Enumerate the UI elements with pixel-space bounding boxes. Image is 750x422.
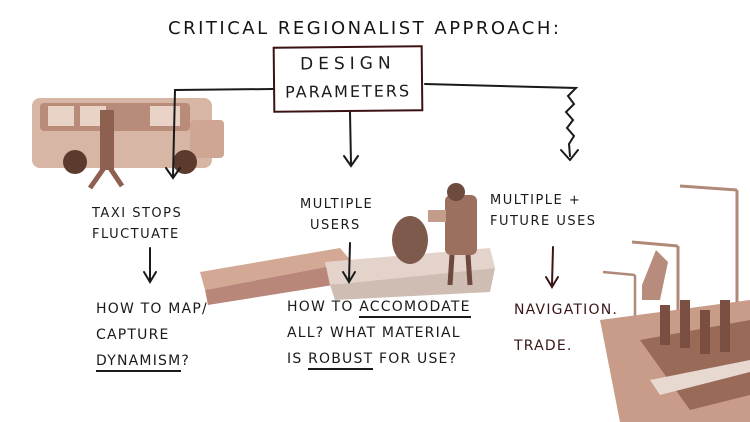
branch-future-answers: NAVIGATION. TRADE. (514, 292, 618, 364)
question-line: IS ROBUST FOR USE? (287, 346, 471, 372)
box-line-1: DESIGN (299, 53, 396, 75)
diagram-title: CRITICAL REGIONALIST APPROACH: (168, 18, 562, 39)
underlined-word: ACCOMODATE (359, 299, 471, 318)
connector-arrows (143, 83, 579, 289)
branch-taxi-question: HOW TO MAP/ CAPTURE DYNAMISM? (96, 296, 208, 374)
market-photo (200, 183, 495, 305)
label-line: FLUCTUATE (92, 227, 180, 242)
label-line: USERS (310, 218, 361, 233)
box-line-2: PARAMETERS (285, 81, 412, 102)
branch-users-label: MULTIPLE USERS (300, 194, 373, 236)
center-arrow-2 (348, 242, 351, 281)
street-photo (600, 184, 750, 422)
label-line: MULTIPLE + (490, 193, 582, 208)
label-line: MULTIPLE (300, 197, 374, 212)
underlined-word: ROBUST (308, 351, 374, 370)
center-connector (349, 111, 352, 165)
question-line: HOW TO MAP/ (96, 301, 208, 317)
branch-taxi-label: TAXI STOPS FLUCTUATE (92, 203, 182, 245)
left-connector (172, 88, 274, 177)
question-line: CAPTURE (96, 327, 170, 343)
design-parameters-box: DESIGN PARAMETERS (272, 45, 424, 113)
question-line: DYNAMISM? (96, 348, 208, 374)
underlined-word: DYNAMISM (96, 353, 182, 372)
taxi-photo (32, 98, 224, 190)
question-line: HOW TO ACCOMODATE (287, 294, 471, 320)
answer-line: NAVIGATION. (514, 302, 619, 318)
right-connector (424, 83, 579, 157)
branch-future-label: MULTIPLE + FUTURE USES (490, 190, 597, 232)
branch-users-question: HOW TO ACCOMODATE ALL? WHAT MATERIAL IS … (287, 294, 471, 372)
label-line: TAXI STOPS (92, 206, 183, 221)
right-arrow-2 (551, 246, 554, 286)
answer-line: TRADE. (514, 338, 573, 354)
label-line: FUTURE USES (490, 214, 597, 229)
question-line: ALL? WHAT MATERIAL (287, 325, 461, 341)
